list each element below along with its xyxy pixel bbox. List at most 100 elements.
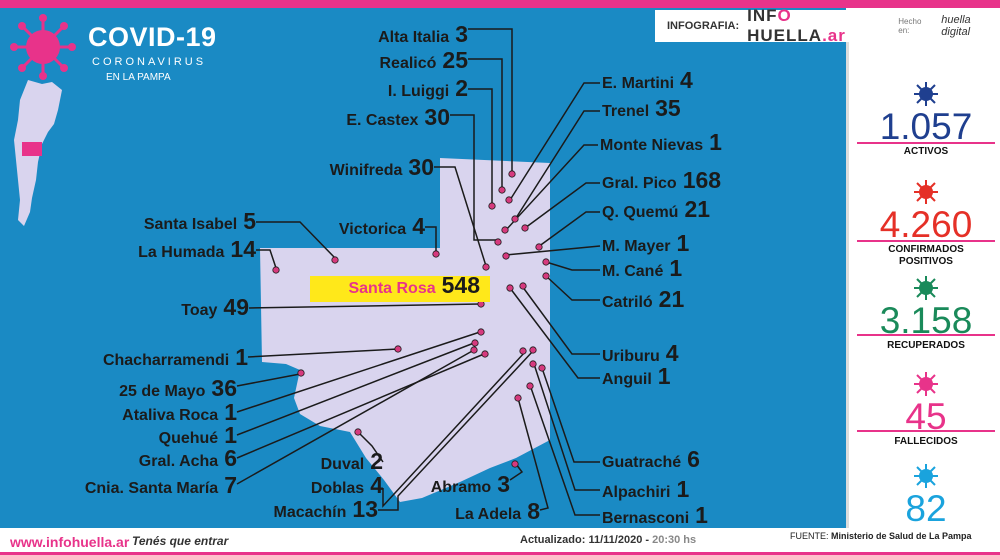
locality-count: 1: [235, 344, 248, 370]
updated-info: Actualizado: 11/11/2020 - 20:30 hs: [520, 534, 696, 546]
dot-e-martini: [505, 196, 513, 204]
dot-cnia-santa-maria: [470, 346, 478, 354]
locality-count: 6: [687, 446, 700, 472]
dot-abramo: [511, 460, 519, 468]
locality-name: Ataliva Roca: [122, 407, 219, 424]
dot-la-adela: [514, 394, 522, 402]
locality-count: 1: [709, 129, 722, 155]
locality-toay: Toay 49: [181, 294, 249, 321]
dot-realico: [498, 186, 506, 194]
leader-line-macachin: [378, 350, 534, 511]
la-pampa-highlight: [22, 142, 42, 156]
locality-name: Gral. Pico: [602, 175, 677, 192]
leader-line-alpachiri: [533, 363, 600, 491]
dot-la-humada: [272, 266, 280, 274]
locality-name: Uriburu: [602, 348, 660, 365]
stat-label: CONFIRMADOS POSITIVOS: [888, 244, 964, 267]
leader-line-e-martini: [509, 82, 600, 201]
dot-gral-pico: [521, 224, 529, 232]
source-info: FUENTE: Ministerio de Salud de La Pampa: [790, 531, 972, 541]
top-accent-bar: [0, 0, 1000, 8]
dot-catrilo: [542, 272, 550, 280]
leader-line-anguil: [509, 287, 600, 379]
leader-line-e-castex: [450, 114, 498, 241]
updated-label: Actualizado:: [520, 534, 586, 546]
locality-count: 13: [352, 496, 378, 522]
locality-q-quemu: Q. Quemú 21: [602, 196, 710, 223]
dot-anguil: [506, 284, 514, 292]
locality-name: Gral. Acha: [138, 453, 219, 470]
leader-line-guatrache: [541, 367, 600, 463]
dot-monte-nievas: [501, 226, 509, 234]
leader-line-toay: [248, 303, 481, 309]
leader-line-ataliva-roca: [236, 331, 481, 413]
dot-25-de-mayo: [297, 369, 305, 377]
locality-count: 30: [408, 154, 434, 180]
locality-name: La Adela: [455, 506, 522, 523]
locality-name: Duval: [320, 456, 365, 473]
locality-e-castex: E. Castex 30: [346, 104, 450, 131]
dot-e-castex: [494, 238, 502, 246]
locality-count: 1: [657, 363, 671, 389]
leader-line-monte-nievas: [505, 144, 598, 231]
locality-count: 2: [455, 75, 468, 101]
dot-alpachiri: [529, 360, 537, 368]
dot-gral-acha: [481, 350, 489, 358]
locality-name: Q. Quemú: [602, 204, 679, 221]
leader-line-la-humada: [256, 249, 277, 269]
leader-line-chacharramendi: [247, 348, 399, 358]
locality-name: Santa Isabel: [143, 216, 238, 233]
dot-doblas: [519, 347, 527, 355]
virus-icon: [914, 276, 938, 300]
dot-trenel: [511, 215, 519, 223]
made-by: huella digital: [941, 14, 971, 38]
virus-logo-icon: [10, 14, 76, 80]
locality-count: 30: [424, 104, 450, 130]
locality-name: Victorica: [338, 221, 407, 238]
locality-name: Toay: [181, 302, 218, 319]
dot-chacharramendi: [394, 345, 402, 353]
locality-count: 49: [223, 294, 249, 320]
locality-name: Cnia. Santa María: [84, 480, 219, 497]
stat-value: 1.057: [879, 106, 973, 147]
locality-name: 25 de Mayo: [119, 383, 206, 400]
leader-line-bernasconi: [529, 384, 600, 516]
argentina-minimap: [14, 80, 62, 226]
locality-realico: Realicó 25: [379, 47, 468, 74]
locality-count: 4: [680, 67, 693, 93]
leader-line-alta-italia: [468, 28, 513, 172]
stat-divider: [857, 334, 995, 336]
leader-line-uriburu: [521, 285, 600, 355]
locality-count: 1: [676, 230, 690, 256]
updated-time: 20:30 hs: [652, 534, 697, 546]
locality-name: E. Castex: [346, 112, 419, 129]
locality-name: Realicó: [379, 55, 437, 72]
website-link[interactable]: www.infohuella.ar: [10, 534, 130, 550]
stat-label: RECUPERADOS: [887, 340, 965, 351]
brand-logo: INFO HUELLA.ar: [747, 6, 890, 46]
locality-name: Anguil: [602, 371, 652, 388]
locality-count: 21: [684, 196, 711, 222]
leader-line-realico: [468, 58, 503, 188]
locality-count: 25: [442, 47, 468, 73]
dot-quehue: [471, 339, 479, 347]
locality-name: Guatraché: [602, 454, 682, 471]
locality-name: Alpachiri: [602, 484, 671, 501]
dot-guatrache: [538, 364, 546, 372]
